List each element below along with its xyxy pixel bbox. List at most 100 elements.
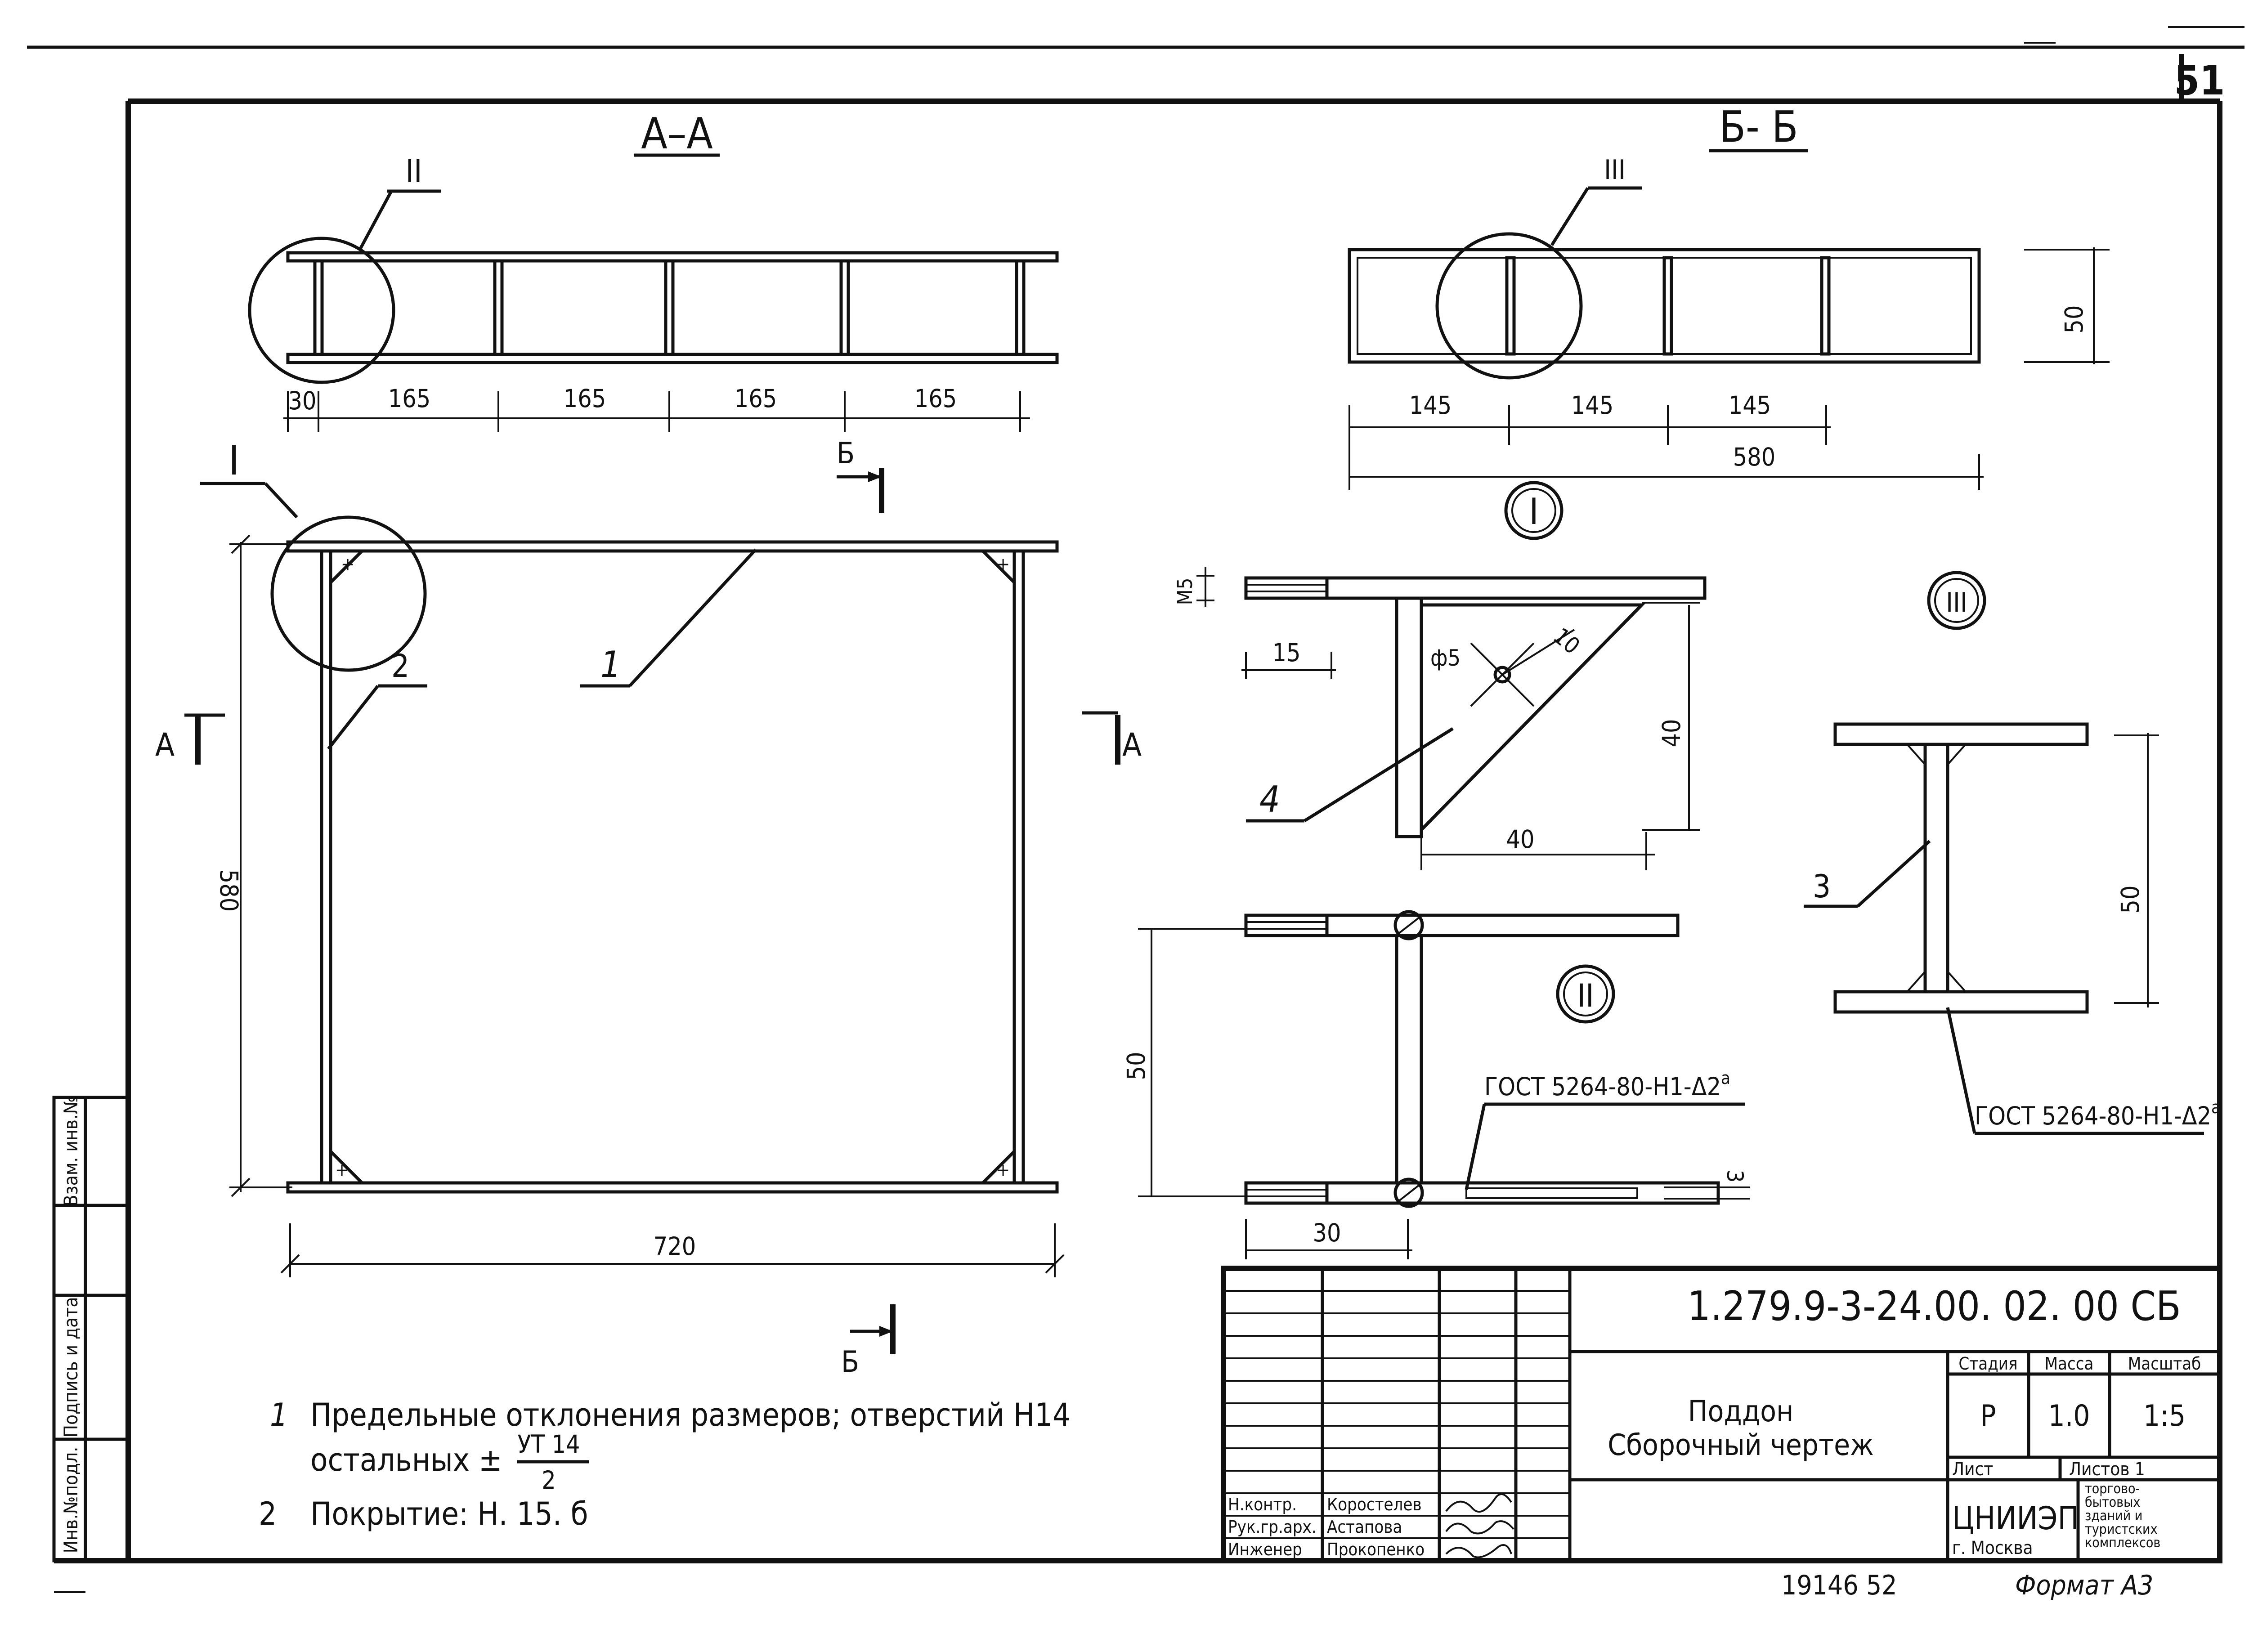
dim-n2-50: 50 [1122,1052,1151,1080]
cut-a-left-label: А [155,726,175,763]
side-stamp-inv-podl: Инв.№подл. [60,1447,82,1554]
node-3-label: III [1946,587,1967,618]
title-block: Н.контр. Рук.гр.арх. Инженер Коростелев … [1221,1266,2222,1563]
node-1-callout: I [228,437,239,484]
node-2-label: II [1577,977,1594,1014]
dim-aa-165-4: 165 [914,384,957,413]
position-4-label: 4 [1259,779,1280,820]
section-aa-title: А–А [641,109,713,159]
tb-mass: 1.0 [2048,1399,2090,1433]
side-stamp-podpis: Подпись и дата [60,1297,82,1438]
node-3-label-circle [1927,571,1986,630]
tb-org-desc-4: туристских [2085,1522,2158,1537]
weld-node3-spec: ГОСТ 5264-80-Н1-Δ2а [1975,1097,2221,1130]
svg-text:+: + [335,1160,349,1181]
bottom-marks: 19146 52 Формат А3 [1781,1570,2153,1601]
note-1-number: 1 [270,1397,288,1433]
dim-n1-phi5: ф5 [1430,645,1461,671]
dim-n1-40v: 40 [1657,719,1686,748]
tb-city: г. Москва [1952,1538,2033,1558]
dim-bb-145-3: 145 [1729,391,1771,420]
node-1-label-circle [1504,481,1564,540]
node-3-callout: III [1604,154,1626,186]
dim-aa-165-2: 165 [564,384,606,413]
note-1-text-2: остальных ± [310,1442,502,1478]
svg-text:+: + [996,1160,1010,1181]
tb-role-3: Инженер [1228,1540,1302,1559]
dim-aa-165-1: 165 [388,384,430,413]
position-2-label: 2 [391,648,409,685]
tb-org-desc-5: комплексов [2085,1535,2160,1551]
tb-stage: Р [1980,1399,1996,1433]
dim-n1-40h: 40 [1506,825,1535,854]
node-2-detail: II 50 30 3 ГОСТ 5264-80-Н1-Δ2а [1122,910,1750,1259]
node-3-detail: III 50 3 ГОСТ 5264-80-Н1-Δ2а [1804,571,2221,1135]
note-2-number: 2 [259,1495,277,1532]
tb-org-desc-3: зданий и [2085,1508,2142,1524]
section-bb-view: Б- Б III 50 145 145 145 580 [1348,103,2110,490]
dim-aa-30: 30 [288,386,317,415]
note-1-fraction-num: УТ 14 [517,1430,580,1459]
tb-role-2: Рук.гр.арх. [1228,1517,1317,1537]
node-1-detail-circle [270,515,427,672]
tb-role-1: Н.контр. [1228,1495,1297,1514]
signature-2 [1445,1520,1514,1535]
dim-n1-15: 15 [1272,638,1301,667]
pallet-plan-view: + + + + I 1 2 580 720 А [155,437,1142,1379]
node-2-callout: II [405,153,422,190]
side-stamp: Взам. инв.№ Подпись и дата Инв.№подл. [52,1096,130,1593]
dim-aa-165-3: 165 [735,384,777,413]
signature-3 [1445,1544,1512,1558]
position-3-label: 3 [1813,868,1831,905]
node-2-detail-circle [248,237,395,384]
tb-org-desc-2: бытовых [2085,1495,2140,1510]
tb-col-mass: Масса [2045,1354,2094,1374]
dim-bb-145-2: 145 [1571,391,1613,420]
note-2-text: Покрытие: Н. 15. б [310,1495,588,1532]
cut-b-top-label: Б [837,437,855,470]
tb-org-desc-1: торгово- [2085,1481,2140,1497]
dim-plan-580: 580 [215,869,243,912]
tb-sheets-label: Листов 1 [2069,1459,2145,1480]
svg-text:+: + [996,554,1010,575]
page-number: 51 [2174,57,2225,104]
tb-name-2: Сборочный чертеж [1608,1428,1874,1462]
dim-n3-50: 50 [2116,886,2145,914]
tb-person-1: Коростелев [1327,1495,1422,1514]
tb-scale: 1:5 [2143,1399,2186,1433]
tb-name-1: Поддон [1688,1395,1794,1428]
section-bb-title: Б- Б [1719,103,1798,152]
dim-bb-50: 50 [2060,305,2088,334]
node-3-detail-circle [1435,232,1583,380]
page-number-box: 51 [2174,54,2225,104]
cut-a-right-label: А [1122,726,1142,763]
dim-n2-3: 3 [1722,1170,1748,1183]
technical-notes: 1 Предельные отклонения размеров; отверс… [259,1397,1071,1532]
note-1-fraction-den: 2 [542,1466,556,1495]
bottom-stamp: 19146 52 [1781,1570,1897,1601]
cut-b-bottom-label: Б [841,1345,859,1379]
dim-n1-10: 10 [1548,623,1585,659]
weld-node2-spec: ГОСТ 5264-80-Н1-Δ2а [1484,1068,1730,1101]
svg-text:+: + [341,554,354,575]
node-1-label: I [1529,491,1538,533]
tb-designation: 1.279.9-3-24.00. 02. 00 СБ [1687,1283,2181,1330]
tb-person-3: Прокопенко [1327,1540,1425,1559]
tb-org: ЦНИИЭП [1952,1500,2079,1537]
node-2-label-circle [1556,964,1615,1024]
note-1-text: Предельные отклонения размеров; отверсти… [310,1397,1071,1433]
tb-col-stage: Стадия [1958,1354,2017,1374]
dim-n1-m5: М5 [1173,578,1197,605]
side-stamp-vzam: Взам. инв.№ [60,1097,82,1207]
node-1-detail: I ф5 10 М5 15 40 40 4 [1173,481,1707,870]
signature-1 [1445,1493,1512,1513]
dim-n2-30: 30 [1313,1218,1341,1247]
dim-plan-720: 720 [654,1232,696,1261]
format-label: Формат А3 [2015,1570,2153,1601]
tb-person-2: Астапова [1327,1517,1402,1537]
dim-bb-145-1: 145 [1409,391,1452,420]
tb-col-scale: Масштаб [2128,1354,2201,1374]
section-aa-view: А–А II 30 165 165 165 165 Б [248,109,1059,513]
dim-bb-580: 580 [1733,443,1775,471]
